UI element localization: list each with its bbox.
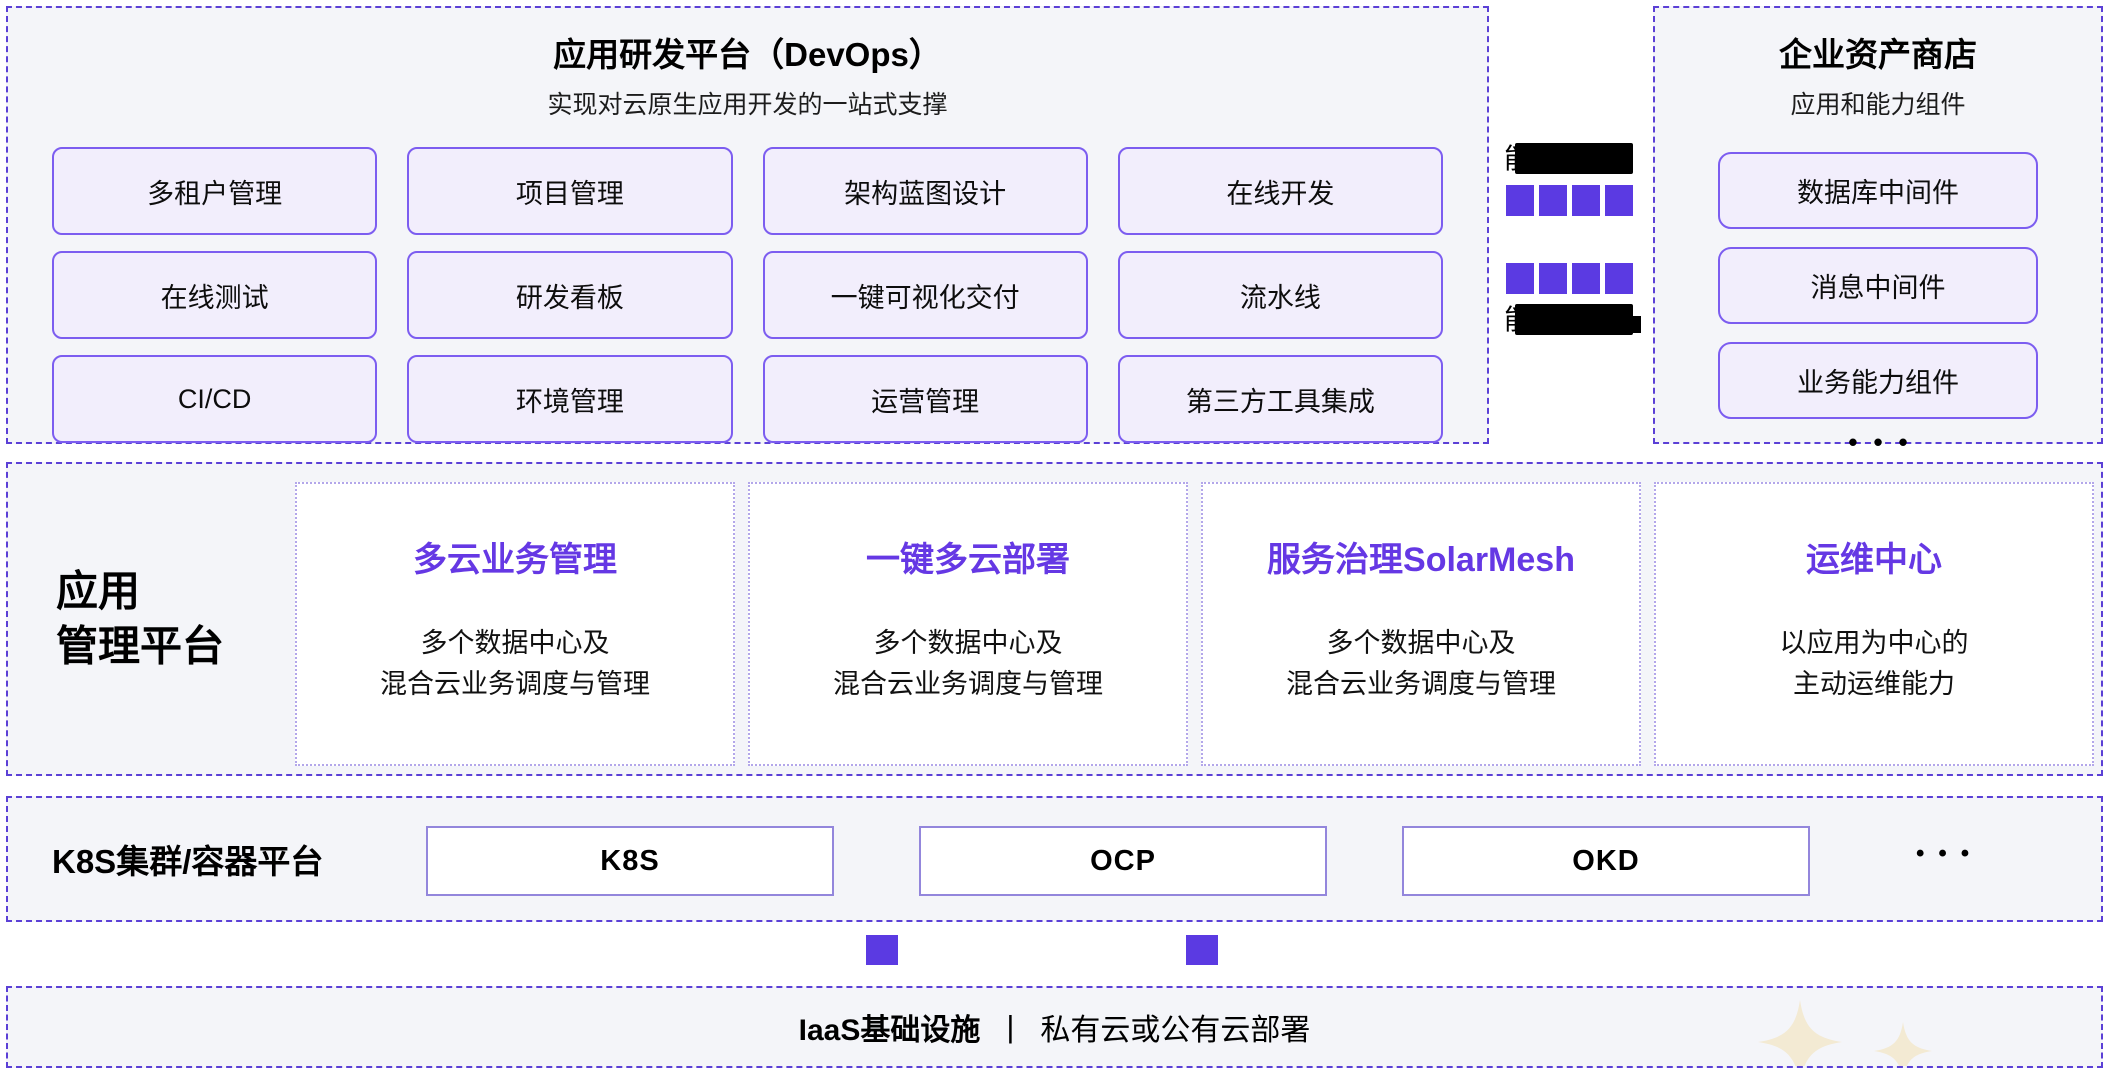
card-description: 多个数据中心及 混合云业务调度与管理 [297, 623, 733, 704]
capability-chip-dev-kanban: 研发看板 [407, 251, 733, 339]
asset-store-panel: 企业资产商店 应用和能力组件 数据库中间件 消息中间件 业务能力组件 ••• [1653, 6, 2103, 457]
management-cards: 多云业务管理 多个数据中心及 混合云业务调度与管理 一键多云部署 多个数据中心及… [295, 482, 2094, 766]
capability-chip-pipeline: 流水线 [1117, 251, 1443, 339]
capability-chip-project-mgmt: 项目管理 [407, 147, 733, 235]
card-solarmesh-governance: 服务治理SolarMesh 多个数据中心及 混合云业务调度与管理 [1201, 482, 1641, 766]
app-management-band: 应用 管理平台 多云业务管理 多个数据中心及 混合云业务调度与管理 一键多云部署… [6, 462, 2103, 776]
connector-square-icon [1186, 935, 1218, 965]
devops-capability-grid: 多租户管理 项目管理 架构蓝图设计 在线开发 在线测试 研发看板 一键可视化交付… [8, 147, 1487, 443]
arrow-square-icon [1539, 185, 1567, 216]
store-chip-message-middleware: 消息中间件 [1718, 247, 2038, 324]
iaas-text-row: IaaS基础设施 | 私有云或公有云部署 [8, 1005, 2101, 1049]
k8s-box: K8S [426, 826, 834, 896]
card-onekey-deploy: 一键多云部署 多个数据中心及 混合云业务调度与管理 [748, 482, 1188, 766]
connector-square-icon [866, 935, 898, 965]
redacted-label-bottom: 能 [1504, 304, 1641, 335]
capability-chip-architecture-blueprint: 架构蓝图设计 [762, 147, 1088, 235]
card-desc-line1: 以应用为中心的 [1779, 628, 1969, 658]
card-title: 运维中心 [1806, 541, 1942, 579]
block-arrow-top [1506, 185, 1633, 216]
arrow-square-icon [1572, 263, 1600, 294]
card-desc-line1: 多个数据中心及 [1326, 628, 1516, 658]
devops-platform-panel: 应用研发平台（DevOps） 实现对云原生应用开发的一站式支撑 多租户管理 项目… [6, 6, 1489, 444]
capability-chip-visual-delivery: 一键可视化交付 [762, 251, 1088, 339]
arrow-square-icon [1539, 263, 1567, 294]
card-multicloud-business: 多云业务管理 多个数据中心及 混合云业务调度与管理 [295, 482, 735, 766]
app-management-label-line2: 管理平台 [56, 623, 225, 670]
redaction-bar-icon [1515, 304, 1633, 335]
card-ops-center: 运维中心 以应用为中心的 主动运维能力 [1654, 482, 2094, 766]
iaas-divider: | [1006, 1009, 1015, 1044]
block-arrow-bottom [1506, 263, 1633, 294]
card-title: 一键多云部署 [866, 541, 1070, 579]
card-title: 多云业务管理 [413, 541, 617, 579]
k8s-band-label: K8S集群/容器平台 [52, 843, 324, 880]
card-desc-line2: 混合云业务调度与管理 [380, 668, 650, 699]
redaction-fragment-icon [1631, 316, 1641, 333]
sparkle-icon [1758, 1000, 1842, 1066]
devops-panel-subtitle: 实现对云原生应用开发的一站式支撑 [547, 91, 948, 119]
card-desc-line2: 混合云业务调度与管理 [1286, 668, 1556, 699]
capability-chip-cicd: CI/CD [52, 355, 378, 443]
capability-chip-3rd-party-tools: 第三方工具集成 [1117, 355, 1443, 443]
arrow-square-icon [1506, 263, 1534, 294]
ocp-box: OCP [919, 826, 1327, 896]
store-panel-subtitle: 应用和能力组件 [1790, 91, 1966, 119]
card-description: 多个数据中心及 混合云业务调度与管理 [750, 623, 1186, 704]
arrow-square-icon [1605, 263, 1633, 294]
k8s-container-band: K8S集群/容器平台 K8S OCP OKD ••• [6, 796, 2103, 922]
capability-chip-env-mgmt: 环境管理 [407, 355, 733, 443]
card-desc-line2: 混合云业务调度与管理 [833, 668, 1103, 699]
store-item-list: 数据库中间件 消息中间件 业务能力组件 [1655, 152, 2101, 419]
devops-panel-title: 应用研发平台（DevOps） [553, 36, 942, 73]
store-chip-business-capability: 业务能力组件 [1718, 342, 2038, 419]
store-panel-title: 企业资产商店 [1779, 36, 1977, 73]
arrow-square-icon [1605, 185, 1633, 216]
iaas-band: IaaS基础设施 | 私有云或公有云部署 [6, 986, 2103, 1068]
capability-chip-online-test: 在线测试 [52, 251, 378, 339]
okd-box: OKD [1402, 826, 1810, 896]
k8s-ellipsis-dots: ••• [1916, 840, 1984, 868]
capability-chip-online-dev: 在线开发 [1117, 147, 1443, 235]
card-desc-line1: 多个数据中心及 [873, 628, 1063, 658]
redaction-bar-icon [1515, 143, 1633, 174]
card-desc-line2: 主动运维能力 [1793, 668, 1955, 699]
app-management-label: 应用 管理平台 [56, 564, 224, 675]
capability-chip-multi-tenant: 多租户管理 [52, 147, 378, 235]
sparkle-icon [1874, 1022, 1932, 1066]
redacted-label-top: 能 [1504, 143, 1633, 174]
card-desc-line1: 多个数据中心及 [420, 628, 610, 658]
app-management-label-line1: 应用 [56, 567, 141, 615]
card-description: 以应用为中心的 主动运维能力 [1656, 623, 2092, 704]
iaas-title: IaaS基础设施 [798, 1014, 981, 1047]
arrow-square-icon [1572, 185, 1600, 216]
card-title: 服务治理SolarMesh [1267, 541, 1575, 579]
store-chip-database-middleware: 数据库中间件 [1718, 152, 2038, 229]
iaas-subtitle: 私有云或公有云部署 [1040, 1014, 1311, 1047]
card-description: 多个数据中心及 混合云业务调度与管理 [1203, 623, 1639, 704]
arrow-square-icon [1506, 185, 1534, 216]
store-ellipsis-dots: ••• [1848, 427, 1924, 457]
capability-chip-ops-mgmt: 运营管理 [762, 355, 1088, 443]
